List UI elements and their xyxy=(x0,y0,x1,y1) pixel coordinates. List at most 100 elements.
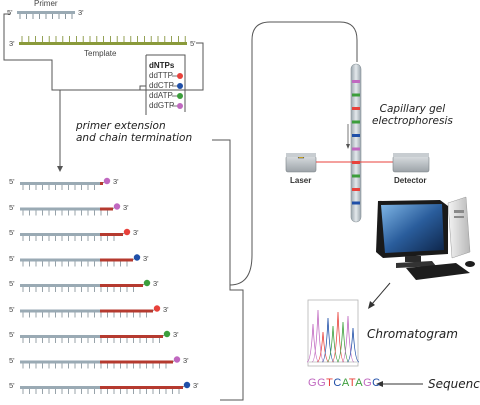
terminator-ddgtp xyxy=(103,177,111,185)
chromatogram-peak xyxy=(306,323,320,363)
dntp-dot xyxy=(177,93,183,99)
arrowhead-down xyxy=(57,166,63,172)
fragment-primer-part xyxy=(20,258,100,262)
detector-unit xyxy=(392,153,430,173)
capillary-label: Capillary gel electrophoresis xyxy=(372,103,453,127)
template-backbone xyxy=(19,42,187,45)
fragment-5-end: 5' xyxy=(9,355,15,365)
capillary-body xyxy=(350,63,362,223)
template-3-end: 3' xyxy=(9,39,15,48)
fragment-extension-part xyxy=(100,335,163,338)
terminator-ddttp xyxy=(123,228,131,236)
chromatogram-peak xyxy=(321,317,335,363)
fragment-primer-part xyxy=(20,233,100,236)
sequence-letter: G xyxy=(308,377,318,389)
laser-label: Laser xyxy=(290,176,312,185)
connector-dntps xyxy=(139,85,146,90)
fragment-extension-part xyxy=(100,284,143,287)
terminator-ddgtp xyxy=(113,203,121,210)
monitor-stand xyxy=(405,256,421,262)
dntp-dot xyxy=(177,103,183,109)
step-extension-line1: primer extension xyxy=(76,120,166,132)
terminator-ddatp xyxy=(143,279,151,287)
fragment-extension-part xyxy=(100,258,133,262)
capillary-band xyxy=(352,93,360,97)
fragment-extension-part xyxy=(100,182,103,185)
fragments-bracket xyxy=(212,139,244,401)
fragment-5-end: 5' xyxy=(9,177,15,186)
terminator-ddatp xyxy=(163,330,171,338)
computer xyxy=(376,196,475,280)
sequence-readout: GGTCATAGC xyxy=(308,378,381,389)
chromatogram-peak xyxy=(341,315,355,363)
detector-box xyxy=(392,155,430,173)
fragment-3-end: 3' xyxy=(163,304,169,314)
capillary-band xyxy=(352,120,360,124)
dntp-dot xyxy=(177,83,183,89)
template-5-end: 5' xyxy=(190,39,196,48)
fragment-extension-part xyxy=(100,207,113,211)
tower-drive xyxy=(454,210,464,213)
capillary-label-line1: Capillary gel xyxy=(379,103,446,115)
terminator-ddttp xyxy=(153,305,161,312)
arrowhead-chromatogram xyxy=(368,301,375,309)
migration-arrowhead xyxy=(346,144,350,149)
chromatogram-peak xyxy=(311,309,325,363)
fragment-extension-part xyxy=(100,309,153,313)
fragment-extension-part xyxy=(100,233,123,236)
capillary-tube xyxy=(350,63,362,223)
template-strand xyxy=(19,36,187,45)
monitor-screen xyxy=(381,204,444,253)
laser-top xyxy=(286,153,316,157)
fragment-primer-part xyxy=(20,386,100,389)
keyboard xyxy=(406,263,470,280)
capillary-band xyxy=(352,147,360,151)
fragment-primer-part xyxy=(20,360,100,364)
primer-label: Primer xyxy=(34,0,58,8)
fragment-3-end: 3' xyxy=(183,355,189,365)
terminator-ddctp xyxy=(133,254,141,261)
fragment-extension-part xyxy=(100,360,173,364)
fragment-primer-part xyxy=(20,335,100,338)
capillary-band xyxy=(352,201,360,205)
sequence-letter: T xyxy=(326,377,334,389)
fragment-5-end: 5' xyxy=(9,228,15,237)
chromatogram-panel xyxy=(306,299,360,367)
primer-5-end: 5' xyxy=(7,8,13,17)
connector-template xyxy=(60,42,204,91)
tower-slot xyxy=(454,216,464,218)
arrowhead-sequence xyxy=(376,381,383,387)
primer-backbone xyxy=(17,11,75,14)
fragment-3-end: 3' xyxy=(143,253,149,263)
path-to-capillary xyxy=(229,21,358,286)
template-label: Template xyxy=(84,49,117,58)
chromatogram-peak xyxy=(326,325,340,363)
step-extension-line2: and chain termination xyxy=(76,132,193,145)
primer-3-end: 3' xyxy=(78,8,84,17)
fragment-primer-part xyxy=(20,207,100,211)
dntp-label-ddctp: ddCTP xyxy=(149,81,174,90)
sequence-label: Sequence xyxy=(428,377,480,391)
chromatogram-peak xyxy=(316,331,330,363)
dntp-label-ddatp: ddATP xyxy=(149,91,173,100)
laser-box xyxy=(285,155,317,173)
sequence-letter: A xyxy=(341,377,349,389)
terminator-ddgtp xyxy=(173,356,181,363)
fragment-5-end: 5' xyxy=(9,381,15,390)
chromatogram-traces xyxy=(306,309,360,363)
chromatogram-label: Chromatogram xyxy=(367,327,458,341)
capillary-band xyxy=(352,174,360,178)
capillary-band xyxy=(352,134,360,137)
dntps-box xyxy=(145,54,186,115)
fragment-3-end: 3' xyxy=(113,177,119,186)
fragment-5-end: 5' xyxy=(9,202,15,212)
fragment-extension-part xyxy=(100,386,183,389)
fragment-3-end: 3' xyxy=(153,279,159,288)
fragment-primer-part xyxy=(20,182,100,185)
sequence-letter: G xyxy=(363,377,373,389)
connector-primer xyxy=(3,13,60,91)
sequence-letter: A xyxy=(355,377,364,389)
dntp-label-ddttp: ddTTP xyxy=(149,71,174,80)
fragment-5-end: 5' xyxy=(9,304,15,314)
